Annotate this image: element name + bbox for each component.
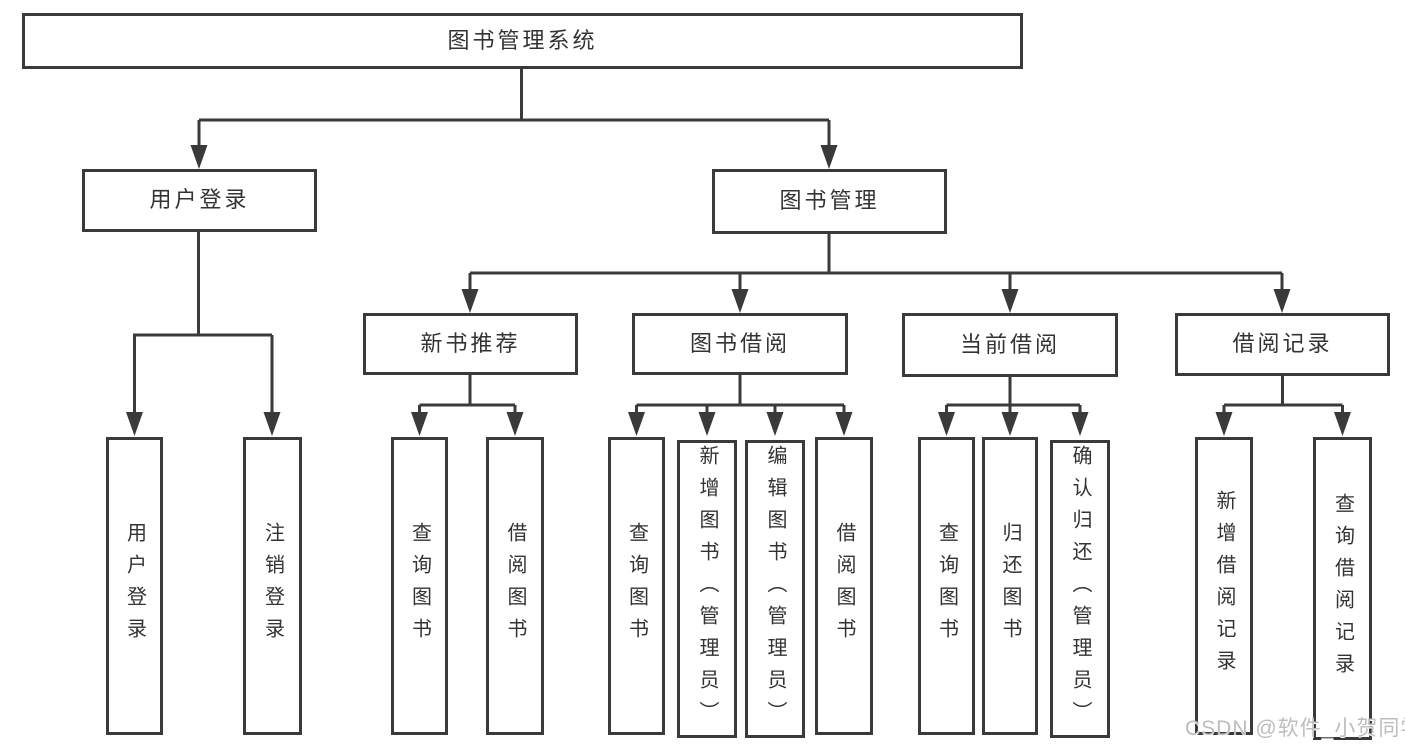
leaf-label: 查询图书 — [935, 522, 958, 650]
connector-current-borrowing-to-children — [938, 377, 1089, 436]
leaf-bb-edit-books-admin: 编辑图书（管理员） — [745, 440, 805, 738]
connector-new-book-recommend-to-children — [411, 375, 524, 436]
connector-user-login-to-children — [126, 232, 281, 436]
node-label: 用户登录 — [149, 187, 250, 213]
leaf-label: 确认归还（管理员） — [1069, 445, 1091, 733]
node-book-management: 图书管理 — [712, 169, 947, 234]
leaf-bb-borrow-books: 借阅图书 — [815, 437, 873, 735]
leaf-cb-confirm-return-admin: 确认归还（管理员） — [1050, 440, 1110, 738]
leaf-br-add-record: 新增借阅记录 — [1195, 437, 1253, 735]
leaf-label: 新增借阅记录 — [1213, 490, 1235, 682]
leaf-label: 查询借阅记录 — [1331, 492, 1354, 685]
leaf-label: 用户登录 — [123, 522, 146, 650]
node-label: 图书借阅 — [689, 330, 790, 356]
leaf-br-query-record: 查询借阅记录 — [1313, 437, 1372, 740]
leaf-bb-query-books: 查询图书 — [608, 437, 665, 735]
node-library-management-system: 图书管理系统 — [22, 13, 1023, 69]
csdn-watermark: CSDN @软件_小贺同学 — [1185, 717, 1405, 740]
connector-borrowing-records-to-children — [1215, 376, 1351, 436]
leaf-bb-add-books-admin: 新增图书（管理员） — [677, 440, 737, 738]
connector-book-management-to-level3 — [461, 234, 1291, 313]
leaf-label: 注销登录 — [261, 522, 284, 650]
node-label: 当前借阅 — [959, 331, 1060, 357]
leaf-label: 查询图书 — [408, 522, 431, 650]
node-label: 图书管理 — [779, 188, 880, 214]
node-new-book-recommend: 新书推荐 — [363, 313, 578, 375]
leaf-label: 借阅图书 — [833, 522, 855, 650]
leaf-label: 归还图书 — [999, 522, 1021, 650]
leaf-label: 新增图书（管理员） — [696, 445, 718, 733]
leaf-label: 查询图书 — [625, 522, 648, 650]
node-user-login: 用户登录 — [82, 169, 317, 232]
node-current-borrowing: 当前借阅 — [902, 313, 1118, 377]
leaf-nbr-query-books: 查询图书 — [391, 437, 448, 735]
node-label: 图书管理系统 — [447, 27, 598, 53]
leaf-cb-query-books: 查询图书 — [918, 437, 975, 735]
leaf-logout-action: 注销登录 — [243, 437, 302, 735]
leaf-label: 编辑图书（管理员） — [764, 445, 786, 733]
connector-book-borrowing-to-children — [628, 375, 853, 436]
node-borrowing-records: 借阅记录 — [1175, 313, 1390, 376]
leaf-nbr-borrow-books: 借阅图书 — [486, 437, 544, 735]
connector-root-to-level2 — [190, 69, 838, 169]
node-book-borrowing: 图书借阅 — [632, 313, 848, 375]
leaf-label: 借阅图书 — [504, 522, 526, 650]
leaf-user-login-action: 用户登录 — [106, 437, 163, 735]
node-label: 新书推荐 — [420, 330, 521, 356]
leaf-cb-return-books: 归还图书 — [982, 437, 1038, 735]
node-label: 借阅记录 — [1232, 331, 1333, 357]
